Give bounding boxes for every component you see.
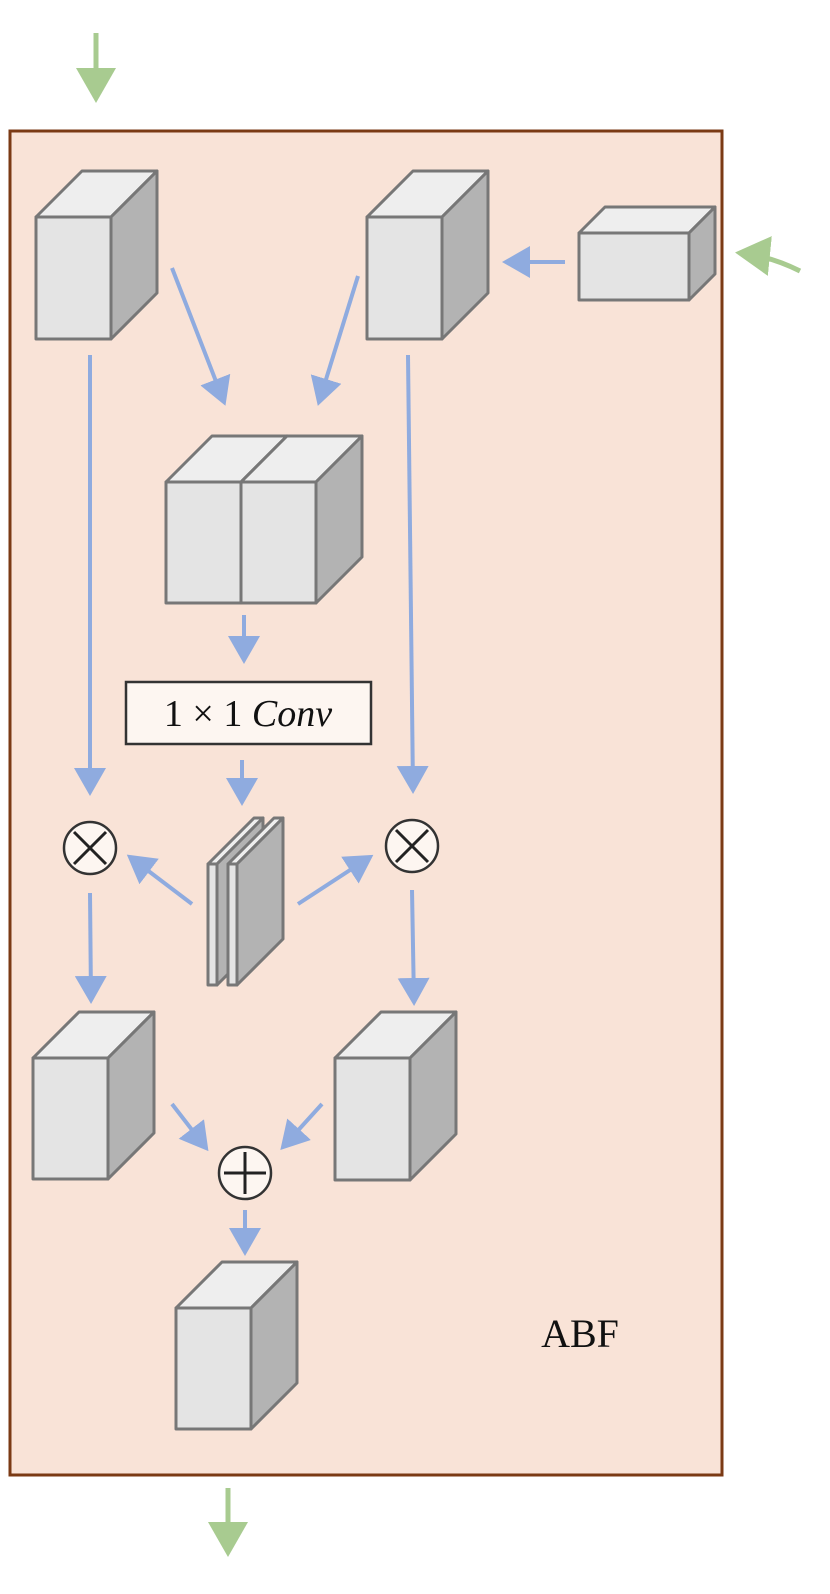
cube-input-left [34, 169, 159, 341]
arrow-right-mult-down [397, 889, 430, 1006]
cube-concat-b [239, 434, 364, 605]
cube-output [174, 1260, 299, 1431]
conv-1x1-block: 1 × 1 Conv [124, 680, 373, 746]
cube-front-face [365, 215, 444, 341]
cube-front-face [226, 862, 239, 987]
add-op [217, 1145, 273, 1201]
input-arrow-right [735, 236, 802, 276]
conv-label: 1 × 1 Conv [164, 693, 332, 735]
cube-front-face [577, 231, 691, 302]
abf-module-box [8, 129, 724, 1477]
multiply-op-right [384, 818, 440, 874]
cube-front-face [34, 215, 113, 341]
cube-weight-map-b [226, 816, 285, 987]
feature-cubes [31, 169, 717, 1431]
conv-label-prefix: 1 × 1 [164, 693, 252, 735]
arrow-top-right-down [396, 354, 429, 794]
cube-front-face [174, 1306, 253, 1431]
arrow-left-mult-down [74, 892, 107, 1004]
cube-small-input [577, 205, 717, 302]
arrow-bottom-right-to-add [280, 1102, 324, 1150]
flow-arrows [74, 246, 565, 1256]
cube-front-face [164, 480, 243, 605]
cube-weighted-right [333, 1010, 458, 1182]
cube-front-face [239, 480, 318, 605]
conv-label-name: Conv [252, 693, 332, 735]
arrow-top-left-to-concat [170, 267, 231, 406]
cube-front-face [206, 862, 219, 987]
abf-label: ABF [541, 1311, 619, 1356]
arrow-bottom-left-to-add [170, 1102, 209, 1152]
arrow-weights-to-right-mult [296, 854, 374, 906]
arrow-top-right-to-concat [310, 275, 360, 406]
cube-weighted-left [31, 1010, 156, 1181]
cube-front-face [333, 1056, 412, 1182]
arrow-weights-to-left-mult [126, 854, 194, 906]
conv-box [124, 680, 373, 746]
cube-front-face [31, 1056, 110, 1181]
cube-input-right [365, 169, 490, 341]
multiply-op-left [62, 820, 118, 876]
